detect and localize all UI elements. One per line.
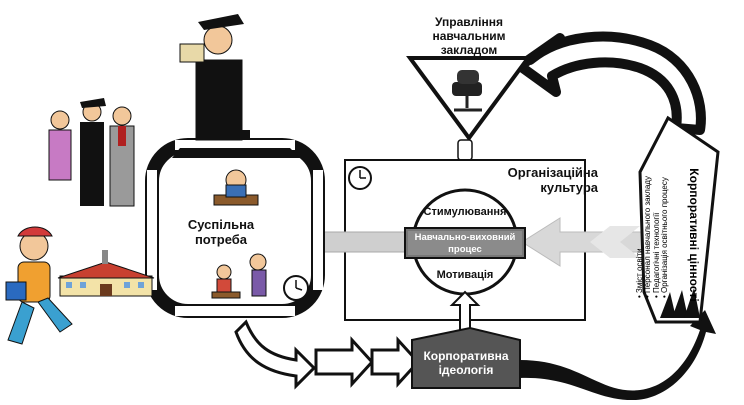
- values-item: Організація освітнього процесу: [660, 168, 669, 298]
- clock-icon: [348, 166, 372, 190]
- ideology-label: Корпоративна ідеологія: [423, 349, 509, 377]
- values-arrows: [660, 288, 700, 318]
- chair-icon: [452, 70, 482, 112]
- management-label: Управління навчальним закладом: [432, 15, 506, 57]
- student-icon: [5, 226, 73, 345]
- social-need-frame: [145, 138, 325, 318]
- graduate-base: [172, 148, 300, 158]
- teacher-pupil-icon: [211, 253, 267, 299]
- motivation-label: Мотивація: [437, 269, 494, 281]
- org-culture-label: Організаційна культура: [507, 165, 598, 195]
- bottom-chevrons: [234, 319, 421, 390]
- school-icon: [57, 250, 155, 297]
- social-need-label: Суспільна потреба: [187, 217, 255, 247]
- top-curved-arrow: [515, 31, 706, 135]
- graduate-icon: [179, 14, 250, 141]
- process-label-line2: процес: [448, 244, 482, 255]
- family-icon: [48, 98, 135, 207]
- stimulation-label: Стимулювання: [424, 206, 507, 218]
- gray-arrow-right-in: [521, 217, 661, 267]
- process-core: [404, 188, 526, 296]
- clock-icon: [283, 275, 309, 301]
- management-triangle: [406, 56, 532, 142]
- values-list: Зміст освіти Персонал навчального заклад…: [635, 168, 696, 306]
- bottom-curved-arrow: [520, 310, 716, 401]
- process-label-line1: Навчально-виховний: [415, 232, 516, 243]
- student-desk-icon: [213, 169, 259, 206]
